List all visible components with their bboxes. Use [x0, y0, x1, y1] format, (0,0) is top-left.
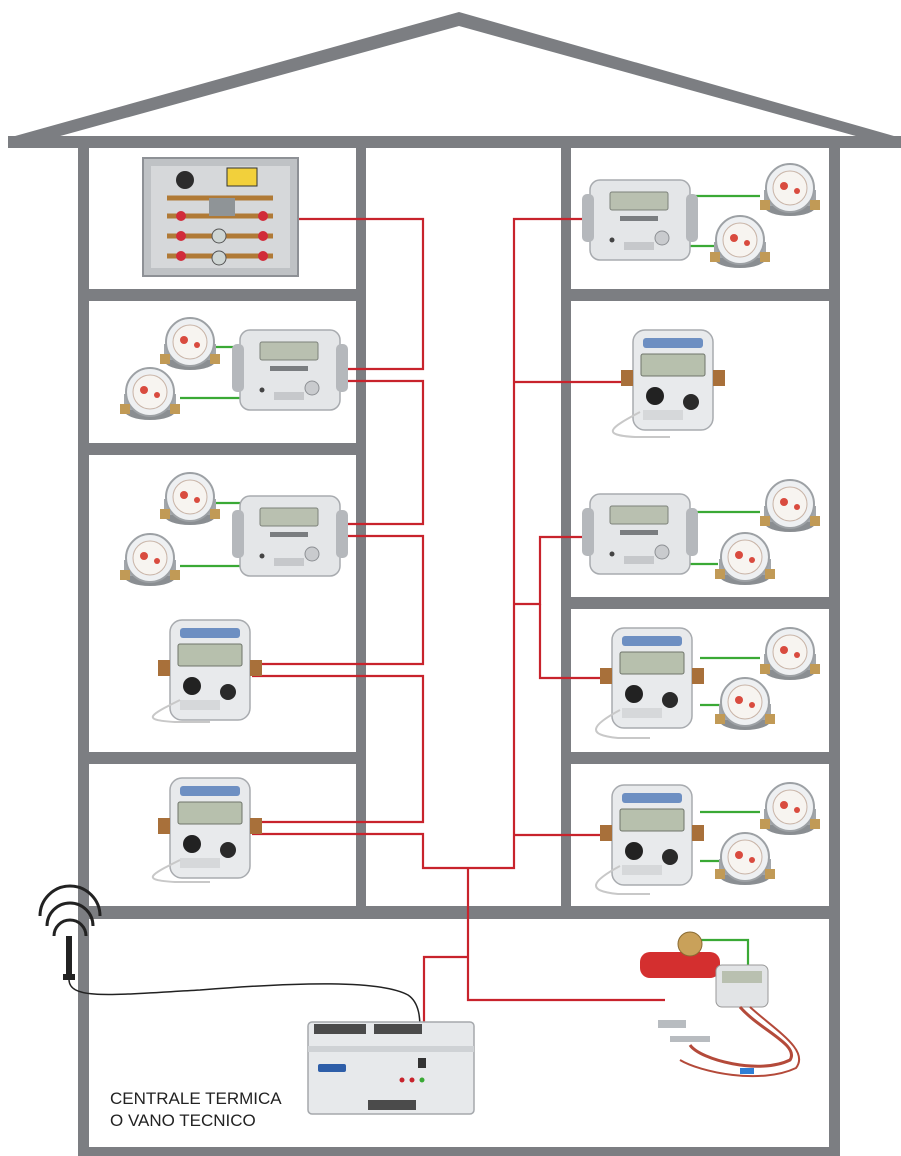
heat-meter [581, 179, 699, 261]
room-label-line2: O VANO TECNICO [110, 1111, 256, 1130]
antenna-cable [68, 979, 421, 1031]
heat-meter [581, 493, 699, 575]
distribution-cabinet [142, 157, 299, 277]
right-wall [829, 148, 840, 1156]
water-meter [759, 627, 821, 681]
right-floor-1-meters [581, 163, 821, 269]
water-meter [759, 479, 821, 533]
wifi-antenna-icon [38, 884, 102, 980]
right-floor-5-meters [595, 782, 821, 895]
right-floor-4-meters [595, 627, 821, 739]
water-meter [159, 472, 221, 526]
house-structure [8, 12, 901, 1156]
bus-wiring [252, 217, 665, 1030]
heat-meter [599, 784, 705, 886]
heat-meter [231, 495, 349, 577]
heat-meter [620, 329, 726, 431]
data-concentrator [307, 1021, 475, 1115]
water-meter [119, 367, 181, 421]
left-wall [78, 148, 89, 1156]
pulse-wiring [180, 194, 760, 965]
heat-meter [157, 619, 263, 721]
roof [8, 12, 901, 146]
water-meter [714, 832, 776, 886]
left-floor-3-meters [119, 472, 349, 723]
water-meter [119, 533, 181, 587]
left-floor-2-meters [119, 317, 349, 421]
room-label-line1: CENTRALE TERMICA [110, 1089, 282, 1108]
water-meter [759, 782, 821, 836]
water-meter [714, 532, 776, 586]
right-floor-2-meters [612, 329, 726, 438]
water-meter [759, 163, 821, 217]
water-meter [159, 317, 221, 371]
water-meter [714, 677, 776, 731]
left-floor-4-meters [151, 777, 263, 883]
district-heat-meter [640, 931, 800, 1078]
water-meter [709, 215, 771, 269]
heat-meter [231, 329, 349, 411]
right-floor-3-meters [581, 479, 821, 586]
